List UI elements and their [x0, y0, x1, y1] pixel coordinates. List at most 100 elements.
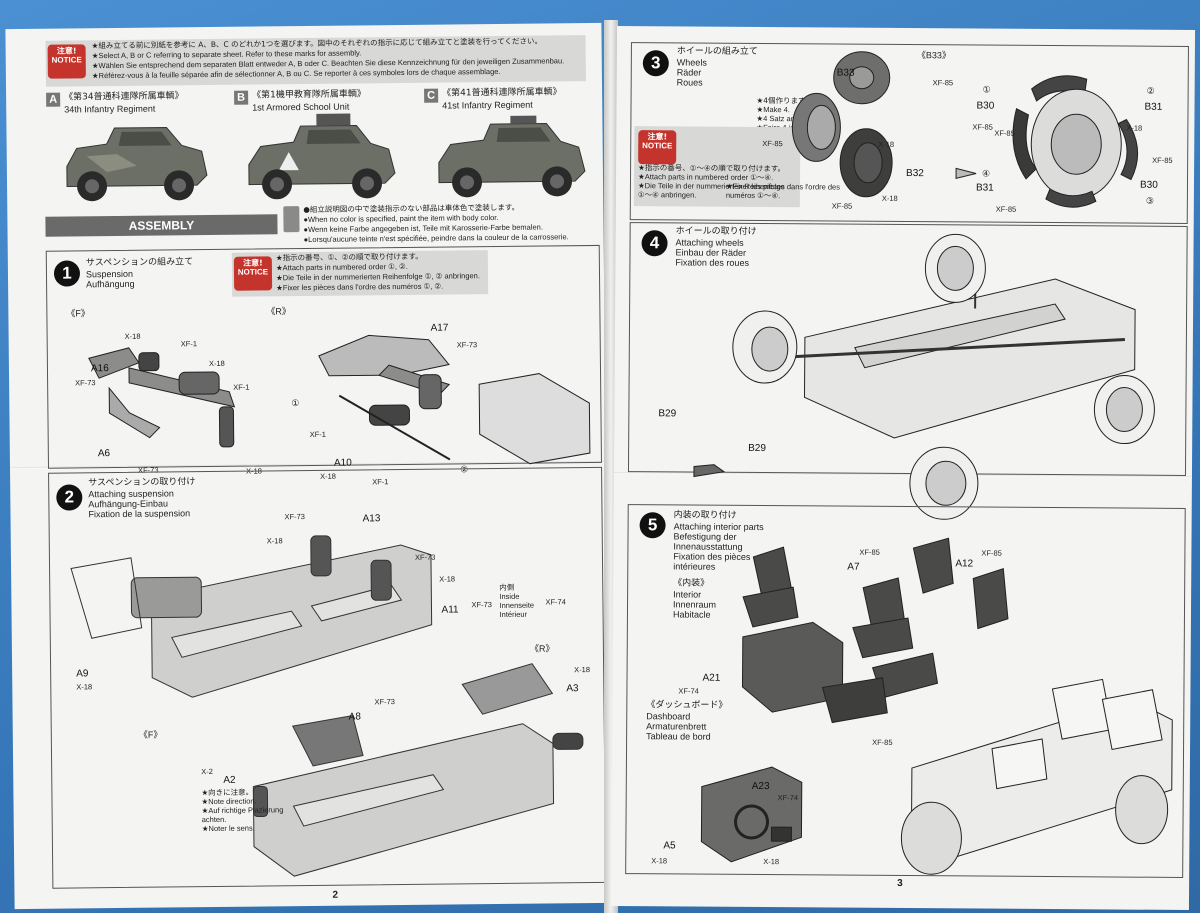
part-label: A23: [751, 780, 770, 793]
paint-label: XF-74: [545, 597, 566, 607]
step-2-front-label: 《F》: [138, 729, 163, 740]
step-5-number: 5: [639, 512, 666, 539]
vehicle-c-illustration: [438, 115, 586, 198]
part-label: B32: [906, 168, 924, 180]
part-label: A9: [76, 668, 89, 680]
version-a: A 《第34普通科連隊所属車輌》 34th Infantry Regiment: [5, 23, 601, 115]
order-circle-2: ②: [1146, 85, 1155, 96]
paint-label: X-18: [76, 682, 93, 692]
paint-label: XF-85: [981, 548, 1002, 558]
left-page: 注意! NOTICE ★組み立てる前に別紙を参考に A、B、C のどれか1つを選…: [5, 22, 611, 910]
paint-label: XF-74: [678, 686, 699, 696]
step-3-title-de: Räder: [676, 67, 702, 78]
paint-label: X-18: [1126, 123, 1143, 133]
part-label: A5: [663, 840, 676, 852]
tire-illustration: [1012, 75, 1139, 208]
paint-label: XF-85: [995, 204, 1017, 214]
color-note-4: ●Lorsqu'aucune teinte n'est spécifiée, p…: [303, 232, 569, 245]
step-3-notice-badge: 注意! NOTICE: [638, 130, 677, 165]
part-label: A8: [348, 711, 361, 723]
part-label: A16: [90, 363, 109, 375]
vehicle-b-illustration: [248, 113, 396, 200]
part-label: B29: [748, 442, 766, 455]
version-c: C 《第41普通科連隊所属車輌》 41st Infantry Regiment: [5, 23, 601, 111]
version-en: 41st Infantry Regiment: [442, 99, 533, 111]
notice-badge: 注意! NOTICE: [47, 44, 86, 79]
step-1-rear-label: 《R》: [266, 306, 291, 317]
vehicle-chassis-illustration: [900, 678, 1173, 875]
paint-label: XF-73: [414, 552, 436, 562]
part-label: B31: [975, 182, 994, 194]
part-label: A21: [702, 672, 721, 684]
chassis-rear-illustration: [252, 663, 584, 877]
paint-label: X-18: [651, 856, 668, 866]
paint-label: XF-85: [872, 737, 893, 747]
paint-label: XF-85: [972, 122, 993, 132]
notice-badge-en: NOTICE: [237, 267, 269, 277]
paint-jar-icon: [283, 206, 300, 233]
part-label: B31: [1144, 101, 1163, 113]
step-2-rear-label: 《R》: [529, 643, 555, 654]
paint-label: X-18: [439, 574, 456, 584]
paint-label: XF-85: [859, 547, 880, 557]
paint-label: X-18: [881, 193, 898, 203]
right-page: 3 ホイールの組み立て Wheels Räder Roues ★4個作ります。 …: [610, 25, 1196, 911]
paint-label: XF-85: [994, 128, 1015, 138]
console-illustration: [741, 621, 888, 724]
part-label: A3: [566, 683, 579, 695]
step-3-notice-6: numéros ①～④.: [725, 190, 781, 201]
vehicle-a-illustration: [66, 126, 208, 202]
version-letter: C: [424, 88, 439, 103]
step-1-notice-badge: 注意! NOTICE: [233, 256, 273, 291]
front-suspension-illustration: [88, 347, 236, 448]
assembly-title: ASSEMBLY: [45, 214, 278, 237]
step-3-title-jp: ホイールの組み立て: [676, 46, 758, 57]
paint-label: XF-74: [777, 793, 799, 803]
step-5-diagram: [700, 537, 1173, 875]
step-4-diagram: [693, 233, 1155, 520]
step-1-number: 1: [53, 260, 81, 287]
wheel-halves-illustration: [791, 51, 977, 198]
part-label: B29: [658, 408, 677, 420]
paint-label: XF-85: [1152, 155, 1173, 165]
notice-badge-en: NOTICE: [642, 140, 673, 151]
order-circle-1: ①: [291, 398, 300, 409]
part-label: A13: [362, 513, 381, 525]
part-label: A10: [333, 457, 352, 469]
version-letter: A: [46, 92, 61, 107]
part-label: B33: [836, 67, 855, 79]
part-label: A17: [430, 322, 449, 334]
paint-label: X-2: [201, 767, 213, 777]
step-2-number: 2: [56, 484, 83, 511]
paint-label: X-18: [266, 536, 283, 546]
inside-fr: Intérieur: [499, 609, 528, 620]
page-number: 2: [332, 889, 339, 901]
paint-label: XF-73: [284, 512, 306, 522]
paint-label: X-18: [763, 857, 780, 867]
seats-illustration: [742, 537, 1009, 699]
page-number: 3: [897, 877, 903, 890]
dashboard-illustration: [700, 766, 803, 863]
part-label: A7: [847, 561, 860, 573]
version-jp: 《第1機甲教育隊所属車輌》: [252, 89, 366, 101]
version-jp: 《第34普通科連隊所属車輌》: [64, 91, 184, 103]
part-label: B30: [976, 100, 995, 112]
step-3-number: 3: [642, 50, 669, 77]
version-jp: 《第41普通科連隊所属車輌》: [442, 87, 562, 99]
step-3-notice-4: ①～④ anbringen.: [637, 190, 697, 200]
part-label: A2: [223, 774, 236, 786]
paint-label: XF-73: [374, 697, 395, 707]
version-en: 1st Armored School Unit: [252, 101, 350, 113]
step-2-title-jp: サスペンションの取り付け: [88, 477, 196, 489]
paint-label: X-18: [208, 358, 225, 369]
step-3-diagram: [791, 51, 1139, 208]
chassis-illustration: [70, 535, 433, 698]
paint-label: XF-1: [233, 382, 250, 392]
paint-label: X-18: [878, 139, 895, 149]
paint-label: XF-1: [180, 339, 198, 349]
paint-label: XF-1: [309, 429, 326, 439]
order-circle-3: ③: [1145, 195, 1154, 206]
step-1-notice-4: ★Fixer les pièces dans l'ordre des numér…: [276, 281, 444, 293]
rear-suspension-illustration: [318, 334, 591, 465]
version-letter: B: [234, 90, 249, 105]
